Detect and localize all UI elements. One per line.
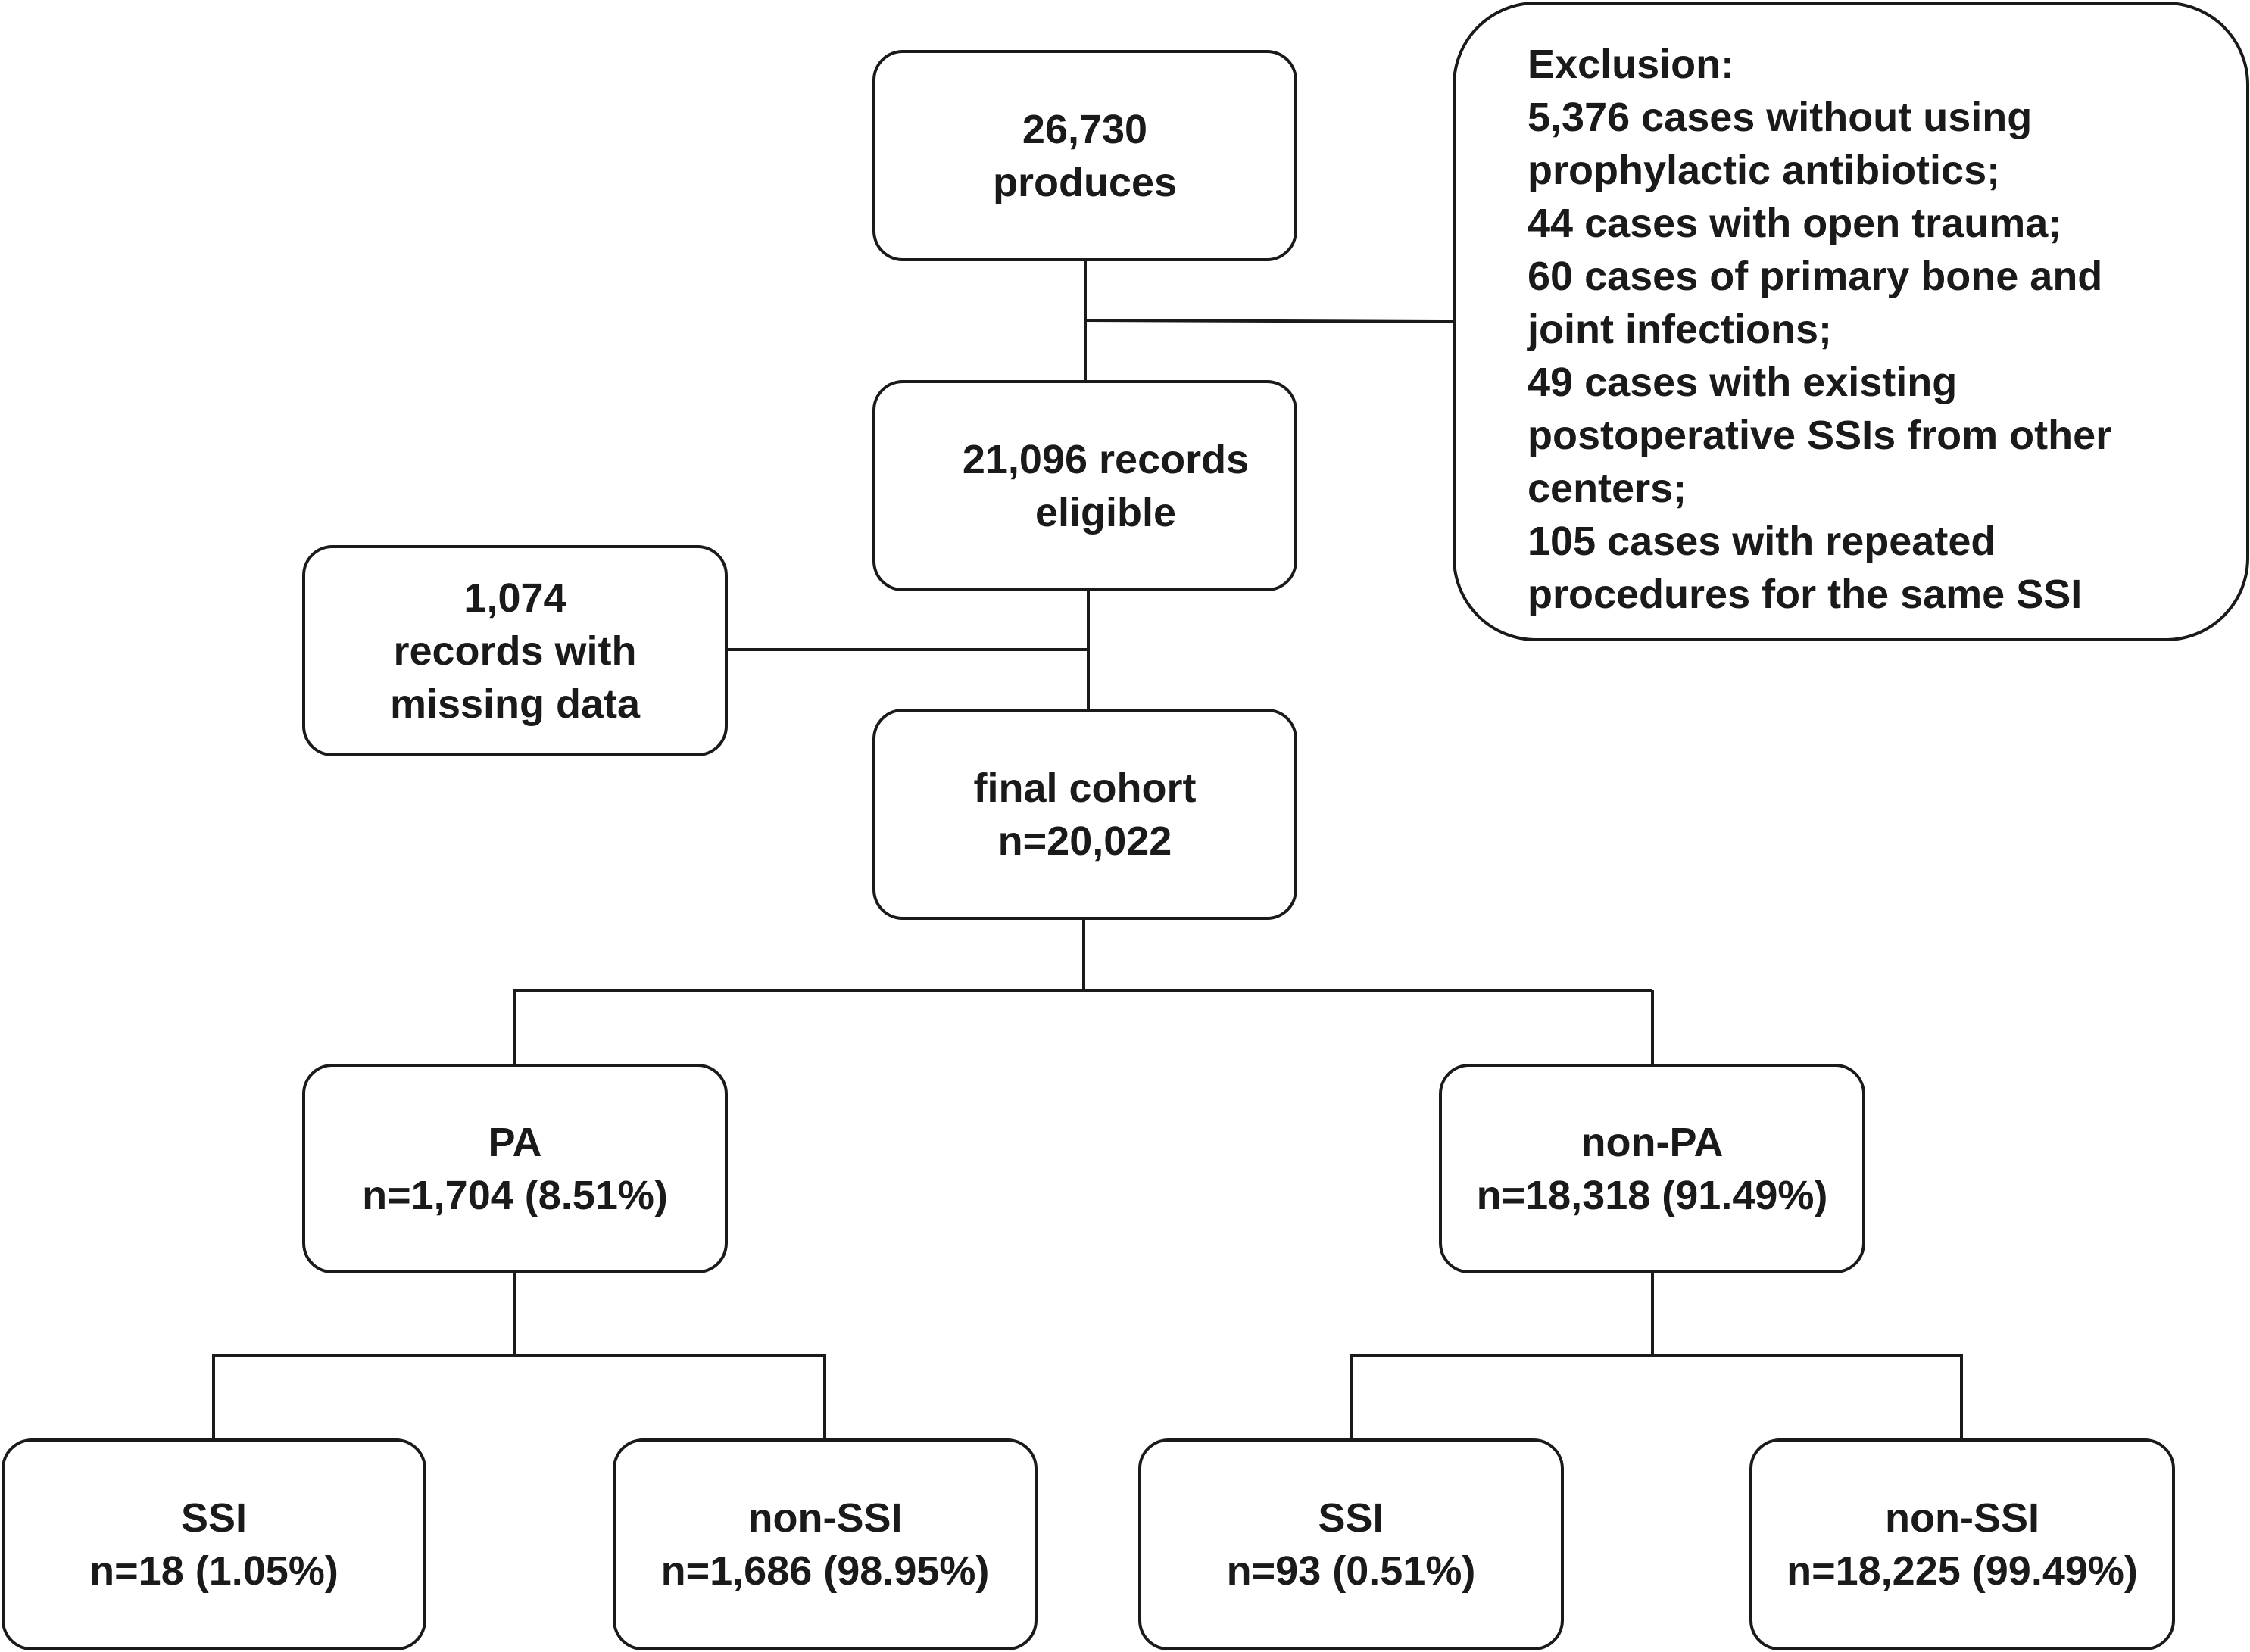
pa-count: n=1,704 (8.51%) bbox=[362, 1172, 668, 1218]
connector-non-pa-branches bbox=[1350, 1354, 1963, 1438]
exclusion-line: postoperative SSIs from other bbox=[1528, 413, 2112, 458]
pa-non-ssi-count: n=1,686 (98.95%) bbox=[660, 1548, 990, 1594]
exclusion-line: procedures for the same SSI bbox=[1528, 572, 2083, 617]
missing-count: 1,074 bbox=[463, 575, 566, 621]
exclusion-line: Exclusion: bbox=[1528, 42, 1735, 87]
pa-ssi-label: SSI bbox=[180, 1495, 248, 1541]
exclusion-line: centers; bbox=[1528, 466, 1687, 511]
pa-box: PA n=1,704 (8.51%) bbox=[302, 1064, 728, 1273]
non-pa-non-ssi-label: non-SSI bbox=[1885, 1495, 2039, 1541]
final-cohort-box: final cohort n=20,022 bbox=[872, 709, 1297, 920]
exclusion-line: 49 cases with existing bbox=[1528, 360, 1958, 405]
non-pa-count: n=18,318 (91.49%) bbox=[1476, 1172, 1828, 1218]
non-pa-ssi-count: n=93 (0.51%) bbox=[1226, 1548, 1476, 1594]
exclusion-line: prophylactic antibiotics; bbox=[1528, 148, 2001, 193]
start-box: 26,730 produces bbox=[872, 50, 1297, 261]
pa-ssi-count: n=18 (1.05%) bbox=[89, 1548, 339, 1594]
final-cohort-label: final cohort bbox=[973, 765, 1197, 811]
non-pa-box: non-PA n=18,318 (91.49%) bbox=[1439, 1064, 1865, 1273]
missing-label: missing data bbox=[389, 681, 641, 727]
start-label: produces bbox=[992, 159, 1178, 205]
exclusion-box: Exclusion: 5,376 cases without using pro… bbox=[1453, 2, 2249, 641]
non-pa-ssi-box: SSI n=93 (0.51%) bbox=[1138, 1438, 1564, 1650]
non-pa-non-ssi-box: non-SSI n=18,225 (99.49%) bbox=[1749, 1438, 2175, 1650]
exclusion-line: 105 cases with repeated bbox=[1528, 519, 1996, 564]
final-cohort-count: n=20,022 bbox=[997, 818, 1172, 864]
non-pa-ssi-label: SSI bbox=[1318, 1495, 1384, 1541]
exclusion-line: 44 cases with open trauma; bbox=[1528, 201, 2062, 246]
pa-non-ssi-label: non-SSI bbox=[747, 1495, 903, 1541]
eligible-box: 21,096 records eligible bbox=[872, 380, 1297, 591]
connector-to-exclusion bbox=[1084, 319, 1453, 323]
missing-label: records with bbox=[393, 628, 637, 674]
pa-non-ssi-box: non-SSI n=1,686 (98.95%) bbox=[613, 1438, 1038, 1650]
non-pa-label: non-PA bbox=[1581, 1119, 1724, 1165]
connector-final-to-groups bbox=[513, 918, 1085, 1064]
pa-label: PA bbox=[488, 1119, 542, 1165]
pa-ssi-box: SSI n=18 (1.05%) bbox=[2, 1438, 426, 1650]
start-count: 26,730 bbox=[1022, 106, 1148, 152]
exclusion-line: joint infections; bbox=[1528, 307, 1832, 352]
exclusion-line: 60 cases of primary bone and bbox=[1528, 254, 2103, 299]
exclusion-line: 5,376 cases without using bbox=[1528, 95, 2033, 140]
eligible-count: 21,096 records bbox=[962, 436, 1250, 482]
connector-pa-branches bbox=[212, 1354, 826, 1438]
eligible-label: eligible bbox=[1035, 489, 1177, 535]
non-pa-non-ssi-count: n=18,225 (99.49%) bbox=[1787, 1548, 2138, 1594]
missing-data-box: 1,074 records with missing data bbox=[302, 545, 728, 756]
